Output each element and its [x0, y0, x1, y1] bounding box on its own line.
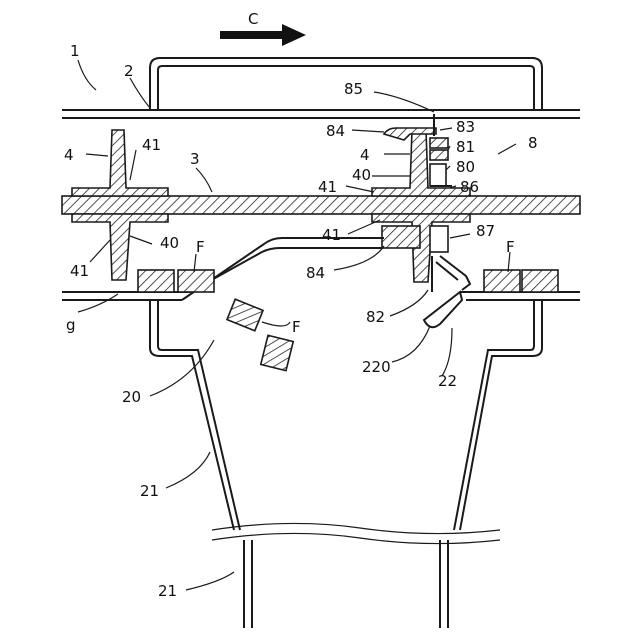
label-84-bottom: 84 — [306, 264, 325, 282]
label-20: 20 — [122, 388, 141, 406]
arrow-label: C — [248, 10, 258, 28]
label-86: 86 — [460, 178, 479, 196]
label-220: 220 — [362, 358, 391, 376]
label-85: 85 — [344, 80, 363, 98]
label-8: 8 — [528, 134, 538, 152]
label-80: 80 — [456, 158, 475, 176]
gate-plate — [424, 292, 462, 327]
lower-housing — [150, 300, 234, 530]
label-F-left: F — [196, 238, 205, 256]
label-g: g — [66, 316, 76, 334]
flap — [440, 256, 470, 290]
label-F-falling: F — [292, 318, 301, 336]
label-21-lower: 21 — [158, 582, 177, 600]
label-21-upper: 21 — [140, 482, 159, 500]
label-84-top: 84 — [326, 122, 345, 140]
central-shaft — [62, 196, 580, 214]
label-83: 83 — [456, 118, 475, 136]
latch-block — [382, 226, 420, 248]
label-40-right: 40 — [352, 166, 371, 184]
label-22: 22 — [438, 372, 457, 390]
label-4-right: 4 — [360, 146, 370, 164]
label-41-right: 41 — [318, 178, 337, 196]
break-line — [212, 523, 500, 533]
label-2: 2 — [124, 62, 134, 80]
label-3: 3 — [190, 150, 200, 168]
label-4-left: 4 — [64, 146, 74, 164]
label-40-left: 40 — [160, 234, 179, 252]
label-41-bottom-left: 41 — [70, 262, 89, 280]
label-41-top-left: 41 — [142, 136, 161, 154]
label-41-lower-right: 41 — [322, 226, 341, 244]
direction-arrow — [220, 24, 306, 46]
label-1: 1 — [70, 42, 80, 60]
label-F-right: F — [506, 238, 515, 256]
label-81: 81 — [456, 138, 475, 156]
label-82: 82 — [366, 308, 385, 326]
label-87: 87 — [476, 222, 495, 240]
